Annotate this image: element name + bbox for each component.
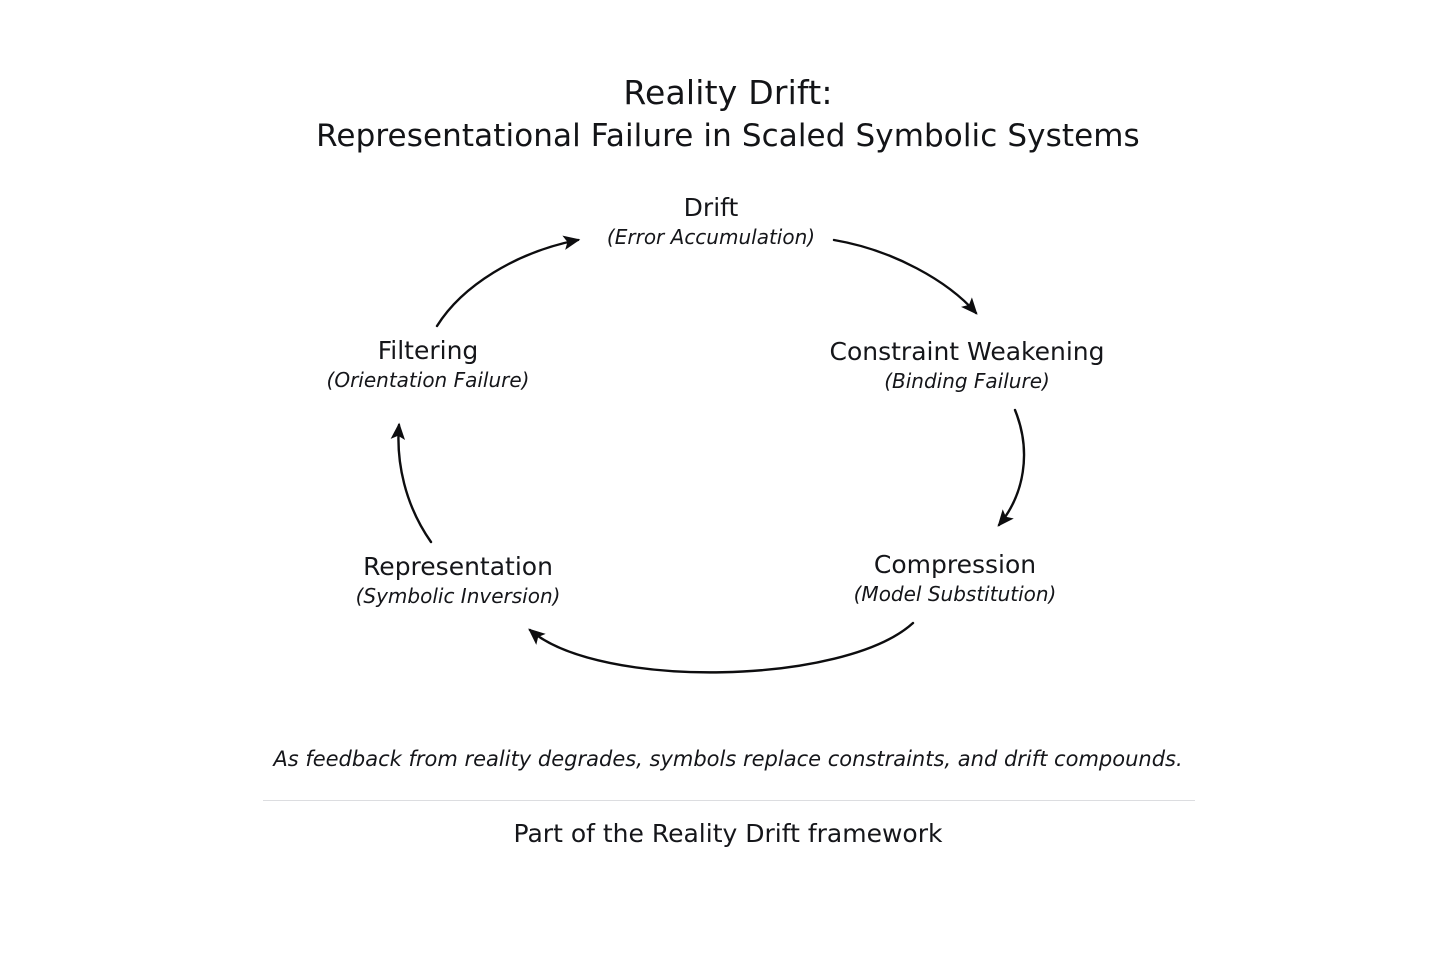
cycle-node-representation: Representation (Symbolic Inversion) bbox=[356, 551, 561, 610]
cycle-node-compression-sublabel: (Model Substitution) bbox=[853, 582, 1057, 606]
cycle-node-drift: Drift (Error Accumulation) bbox=[607, 192, 815, 251]
cycle-node-drift-label: Drift bbox=[683, 193, 739, 222]
footer-text: Part of the Reality Drift framework bbox=[513, 819, 943, 848]
cycle-node-constraint-weakening-sublabel: (Binding Failure) bbox=[884, 369, 1050, 393]
cycle-node-filtering-sublabel: (Orientation Failure) bbox=[326, 368, 530, 392]
edge-drift-to-constraint bbox=[832, 238, 978, 315]
footer-divider bbox=[263, 800, 1195, 801]
cycle-node-drift-sublabel: (Error Accumulation) bbox=[606, 225, 816, 249]
edge-constraint-to-compression bbox=[997, 408, 1026, 527]
edge-compression-to-representation bbox=[528, 621, 915, 674]
cycle-node-filtering-label: Filtering bbox=[377, 336, 479, 365]
title-line-secondary: Representational Failure in Scaled Symbo… bbox=[316, 118, 1140, 154]
edge-filtering-to-drift bbox=[435, 235, 581, 328]
cycle-node-constraint-weakening: Constraint Weakening (Binding Failure) bbox=[830, 336, 1105, 395]
cycle-node-filtering: Filtering (Orientation Failure) bbox=[327, 335, 530, 394]
diagram-caption: As feedback from reality degrades, symbo… bbox=[273, 747, 1183, 771]
edge-representation-to-filtering bbox=[390, 422, 433, 544]
cycle-node-representation-label: Representation bbox=[363, 552, 553, 581]
cycle-node-compression: Compression (Model Substitution) bbox=[854, 549, 1057, 608]
cycle-node-representation-sublabel: (Symbolic Inversion) bbox=[355, 584, 561, 608]
cycle-node-constraint-weakening-label: Constraint Weakening bbox=[829, 337, 1105, 366]
page-title: Reality Drift: Representational Failure … bbox=[0, 72, 1456, 158]
title-line-primary: Reality Drift: bbox=[623, 73, 833, 112]
cycle-node-compression-label: Compression bbox=[873, 550, 1037, 579]
